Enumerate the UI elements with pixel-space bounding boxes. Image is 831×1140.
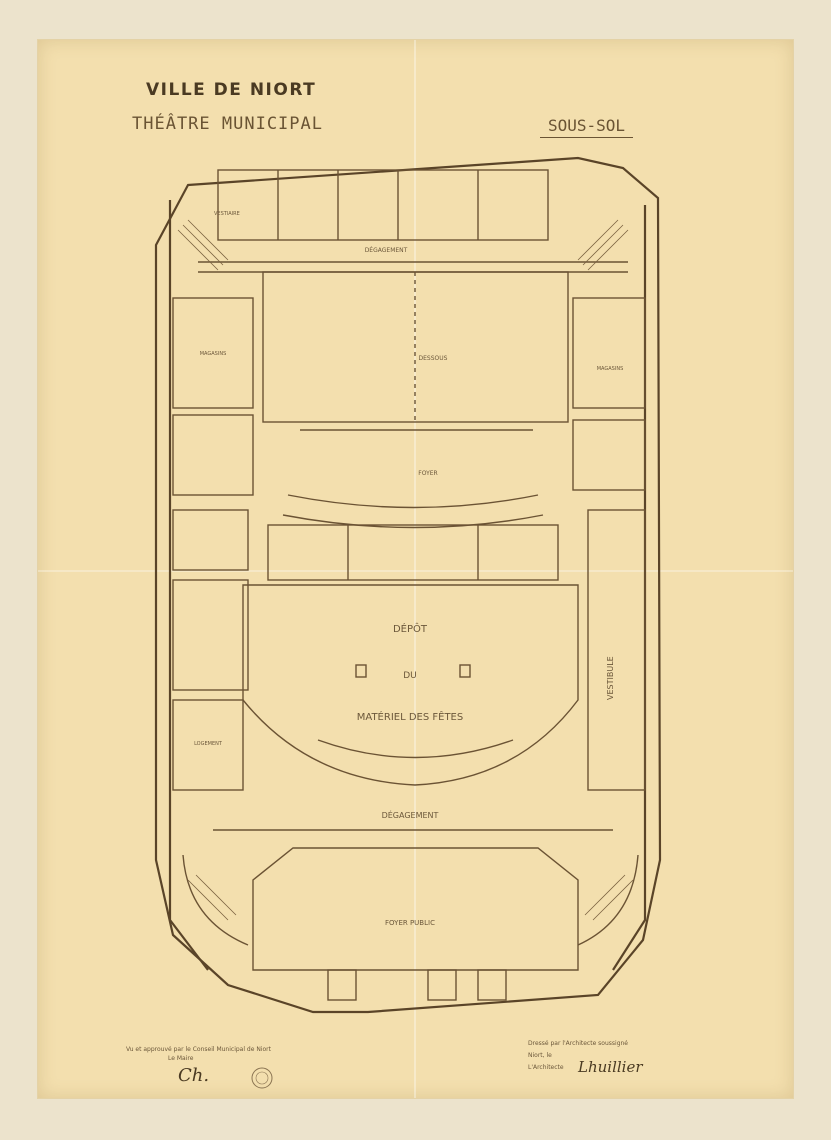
foyer-curve-inner xyxy=(282,514,544,529)
left-lower-room xyxy=(172,699,244,791)
official-stamp-icon xyxy=(251,1067,273,1089)
fold-line-vertical xyxy=(414,40,416,1098)
footer-architect-label: L'Architecte xyxy=(528,1064,564,1071)
stair-tread xyxy=(187,879,229,921)
footer-date-label: Niort, le xyxy=(528,1052,552,1059)
stair-right-room xyxy=(572,419,646,491)
service-rooms-middle xyxy=(267,524,559,581)
footer-mayor-label: Le Maire xyxy=(168,1055,194,1062)
depot-curve xyxy=(317,739,514,759)
label-vestiaire-top: VESTIAIRE xyxy=(214,211,240,217)
stair-curve-left xyxy=(182,854,249,946)
drawing-sheet: VILLE DE NIORT THÉÂTRE MUNICIPAL SOUS-SO… xyxy=(38,40,793,1098)
stair-tread xyxy=(577,219,619,261)
inner-wall-right xyxy=(612,205,647,971)
title-city: VILLE DE NIORT xyxy=(146,80,317,100)
inner-wall-left xyxy=(168,200,209,971)
pillar xyxy=(355,664,367,678)
foyer-curve xyxy=(287,494,539,509)
mayor-signature-icon: Ch. xyxy=(178,1065,210,1086)
fold-line-horizontal xyxy=(38,570,793,572)
magasins-right-room xyxy=(572,297,646,409)
stair-tread xyxy=(587,229,629,271)
depot-room xyxy=(242,584,579,786)
left-room xyxy=(172,509,249,571)
stair-tread xyxy=(187,219,229,261)
label-foyer-public: FOYER PUBLIC xyxy=(385,919,435,927)
bay xyxy=(477,969,507,1001)
pillar xyxy=(459,664,471,678)
stair-tread xyxy=(584,874,626,916)
footer-approval-note: Vu et approuvé par le Conseil Municipal … xyxy=(126,1046,271,1053)
stair-hatching xyxy=(177,219,634,921)
footer-architect-note: Dressé par l'Architecte soussigné xyxy=(528,1040,628,1047)
title-level: SOUS-SOL xyxy=(540,116,634,138)
foyer-public-room xyxy=(252,847,579,971)
label-degagement-top: DÉGAGEMENT xyxy=(365,246,408,254)
stair-tread xyxy=(582,224,624,266)
magasins-left-room xyxy=(172,297,254,409)
label-magasins-right: MAGASINS xyxy=(597,366,624,372)
interior-walls xyxy=(172,169,646,1001)
stair-tread xyxy=(195,874,237,916)
stair-curve-right xyxy=(577,854,639,946)
architect-signature-icon: Lhuillier xyxy=(578,1058,643,1076)
bay xyxy=(327,969,357,1001)
label-du: DU xyxy=(403,671,417,681)
bay xyxy=(427,969,457,1001)
stair-tread xyxy=(177,229,219,271)
label-logement: LOGEMENT xyxy=(194,741,223,747)
label-degagement-bottom: DÉGAGEMENT xyxy=(382,809,439,820)
left-corridor-room xyxy=(172,579,249,691)
label-materiel: MATÉRIEL DES FÊTES xyxy=(357,710,463,723)
label-magasins-left: MAGASINS xyxy=(200,351,227,357)
label-depot: DÉPÔT xyxy=(393,622,428,635)
stair-left-room xyxy=(172,414,254,496)
label-foyer: FOYER xyxy=(418,470,437,477)
floor-plan: VESTIAIRE DÉGAGEMENT DESSOUS MAGASINS MA… xyxy=(154,156,662,1014)
title-building: THÉÂTRE MUNICIPAL xyxy=(132,114,323,134)
label-dessous: DESSOUS xyxy=(419,355,448,362)
vestibule-room xyxy=(587,509,646,791)
top-service-rooms xyxy=(217,169,549,241)
stair-tread xyxy=(182,224,224,266)
stair-tread xyxy=(592,879,634,921)
label-vestibule: VESTIBULE xyxy=(606,656,615,700)
outer-wall xyxy=(154,156,662,1014)
